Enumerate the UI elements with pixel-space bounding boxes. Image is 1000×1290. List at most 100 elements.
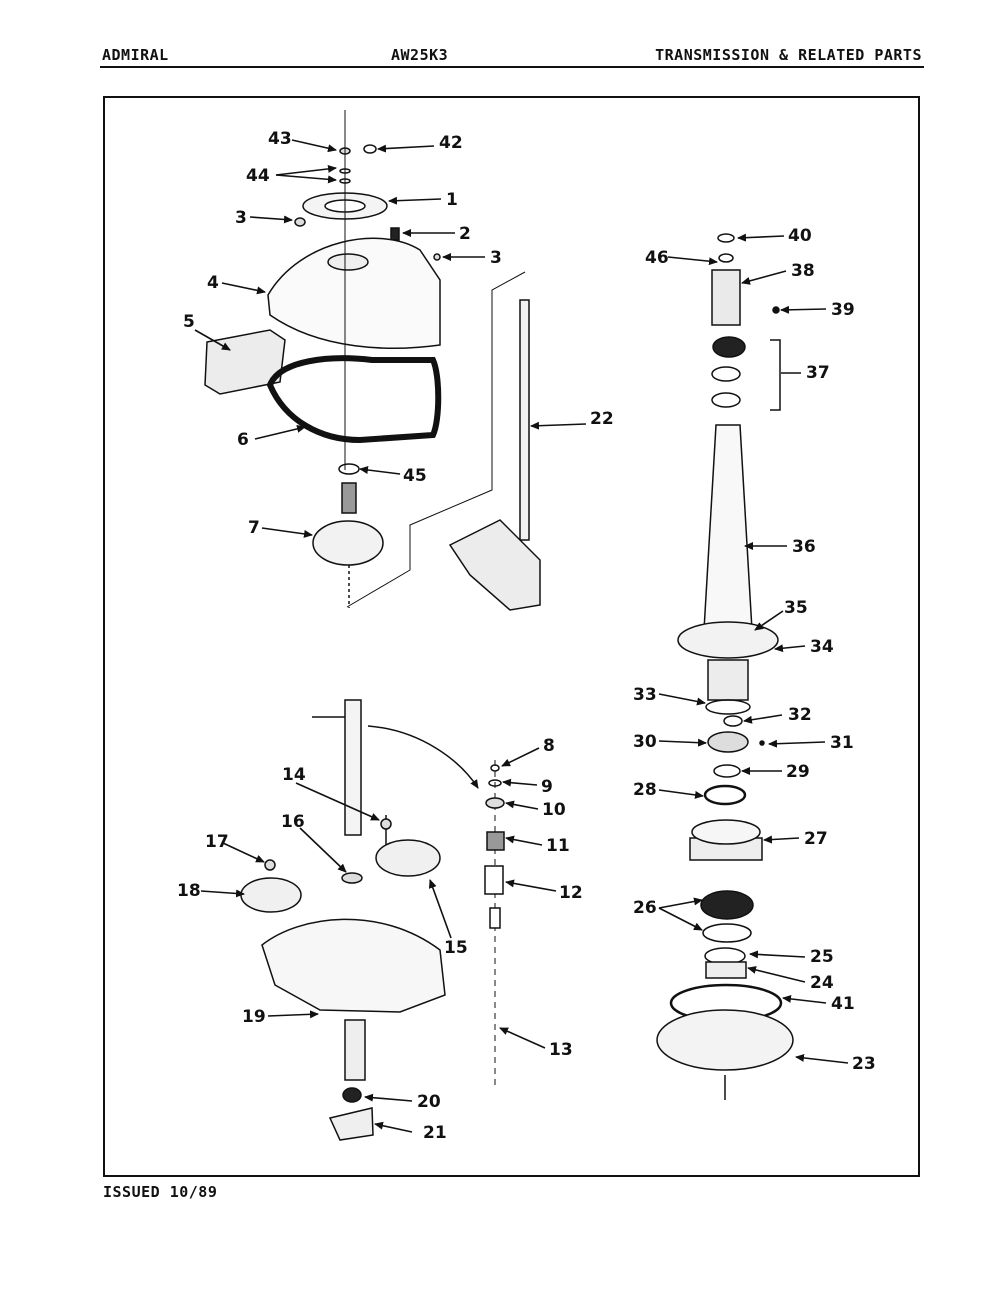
spring <box>341 482 357 514</box>
part-42-ring <box>363 144 377 154</box>
part-24-bushing <box>705 961 747 979</box>
part-33-ring <box>705 699 751 715</box>
header-model-number: AW25K3 <box>391 46 449 64</box>
part-19-housing <box>261 918 446 1013</box>
callout-35: 35 <box>784 598 808 618</box>
callout-38: 38 <box>791 261 815 281</box>
part-10-bearing <box>485 797 505 809</box>
callout-4: 4 <box>207 273 219 293</box>
callout-7: 7 <box>248 518 260 538</box>
callout-44: 44 <box>246 166 270 186</box>
part-39-pin <box>772 306 780 314</box>
callout-15: 15 <box>444 938 468 958</box>
part-15-gear <box>375 839 441 877</box>
part-37-ring-a <box>711 366 741 382</box>
callout-32: 32 <box>788 705 812 725</box>
part-30-bearing <box>707 731 749 753</box>
callout-labels: 43 42 44 1 3 2 3 4 5 6 45 7 22 8 9 10 11… <box>177 129 876 1143</box>
callout-27: 27 <box>804 829 828 849</box>
part-26-seal <box>700 890 754 920</box>
callout-41: 41 <box>831 994 855 1014</box>
part-28-oring <box>703 784 747 806</box>
callout-26: 26 <box>633 898 657 918</box>
part-20-seal <box>342 1087 362 1103</box>
part-32-clip <box>723 715 743 727</box>
part-21-cam <box>328 1107 374 1141</box>
callout-2: 2 <box>459 224 471 244</box>
callout-9: 9 <box>541 777 553 797</box>
part-36-tube <box>703 424 753 631</box>
callout-40: 40 <box>788 226 812 246</box>
part-17-pin <box>264 859 276 871</box>
callout-10: 10 <box>542 800 566 820</box>
part-9-washer <box>488 779 502 787</box>
callout-12: 12 <box>559 883 583 903</box>
callout-36: 36 <box>792 537 816 557</box>
callout-14: 14 <box>282 765 306 785</box>
leader-lines <box>194 139 849 1133</box>
callout-24: 24 <box>810 973 834 993</box>
callout-21: 21 <box>423 1123 447 1143</box>
part-22-shaft <box>519 299 530 541</box>
part-12-bushing <box>484 865 504 895</box>
part-46-washer <box>718 253 734 263</box>
callout-34: 34 <box>810 637 834 657</box>
callout-3-left: 3 <box>235 208 247 228</box>
header-brand: ADMIRAL <box>102 46 169 64</box>
callout-46: 46 <box>645 248 669 268</box>
part-23-base <box>656 1009 794 1071</box>
part-7-base <box>312 520 384 566</box>
part-4-cover <box>267 237 441 349</box>
callout-17: 17 <box>205 832 229 852</box>
callout-19: 19 <box>242 1007 266 1027</box>
part-29-ring <box>713 764 741 778</box>
part-37-spring-a <box>712 336 746 358</box>
part-37-ring-b <box>711 392 741 408</box>
callout-37: 37 <box>806 363 830 383</box>
part-11-gear <box>486 831 505 851</box>
header-rule <box>100 66 924 68</box>
callout-42: 42 <box>439 133 463 153</box>
part-6-gasket <box>266 355 442 444</box>
callout-25: 25 <box>810 947 834 967</box>
callout-11: 11 <box>546 836 570 856</box>
agitator-shaft-assembly <box>656 233 794 1100</box>
callout-31: 31 <box>830 733 854 753</box>
callout-1: 1 <box>446 190 458 210</box>
part-16-washer <box>341 872 363 884</box>
callout-8: 8 <box>543 736 555 756</box>
callout-13: 13 <box>549 1040 573 1060</box>
part-34-flange <box>677 621 779 659</box>
callout-30: 30 <box>633 732 657 752</box>
diagram-frame <box>103 96 920 1177</box>
part-33-bellows <box>707 659 749 701</box>
part-3-screw-left <box>294 217 306 227</box>
header-section-title: TRANSMISSION & RELATED PARTS <box>655 46 922 64</box>
gear-assembly <box>240 699 505 1141</box>
callout-43: 43 <box>268 129 292 149</box>
part-18-gear <box>240 877 302 913</box>
part-40-clip <box>717 233 735 243</box>
callout-20: 20 <box>417 1092 441 1112</box>
callout-23: 23 <box>852 1054 876 1074</box>
callout-28: 28 <box>633 780 657 800</box>
part-2-screw <box>390 227 400 241</box>
callout-45: 45 <box>403 466 427 486</box>
part-31-pin <box>759 740 765 746</box>
callout-6: 6 <box>237 430 249 450</box>
output-shaft <box>344 1019 366 1081</box>
issued-date: ISSUED 10/89 <box>103 1183 218 1201</box>
callout-29: 29 <box>786 762 810 782</box>
part-14-pin <box>380 818 392 830</box>
upper-cover-assembly <box>204 110 541 611</box>
part-22-bracket <box>448 519 541 611</box>
part-38-bushing <box>711 269 741 326</box>
callout-39: 39 <box>831 300 855 320</box>
drive-shaft <box>344 699 362 836</box>
callout-16: 16 <box>281 812 305 832</box>
part-45-oring <box>338 463 360 475</box>
callout-22: 22 <box>590 409 614 429</box>
part-3-screw-right <box>433 253 441 261</box>
part-26-ring <box>702 923 752 943</box>
